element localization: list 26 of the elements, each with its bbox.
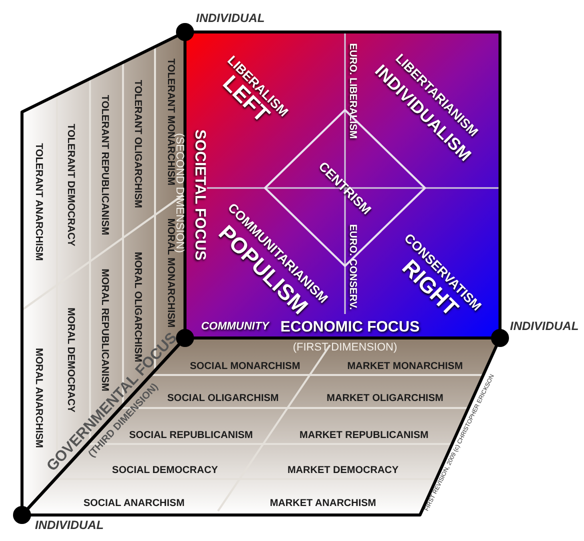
axis-label: (FIRST DIMENSION): [292, 342, 398, 354]
cell-label: MORAL ANARCHISM: [33, 348, 43, 448]
axis-label: EURO. CONSERV.: [347, 224, 357, 310]
cell-label: MARKET OLIGARCHISM: [326, 394, 444, 404]
corner-label: INDIVIDUAL: [196, 12, 265, 24]
cell-label: SOCIAL OLIGARCHISM: [167, 394, 279, 404]
axis-label: SOCIETAL FOCUS: [192, 129, 208, 261]
cell-label: MORAL MONARCHISM: [165, 218, 175, 328]
cell-label: SOCIAL MONARCHISM: [190, 362, 300, 372]
cell-label: MARKET MONARCHISM: [347, 362, 463, 372]
cell-label: TOLERANT MONARCHISM: [165, 58, 175, 186]
cell-label: TOLERANT ANARCHISM: [33, 143, 43, 261]
corner-label: INDIVIDUAL: [510, 320, 579, 332]
cell-label: MARKET ANARCHISM: [270, 499, 376, 509]
axis-label: COMMUNITY: [201, 322, 269, 332]
cell-label: TOLERANT REPUBLICANISM: [99, 94, 109, 236]
cell-label: TOLERANT DEMOCRACY: [65, 124, 75, 246]
cell-label: SOCIAL ANARCHISM: [83, 499, 185, 509]
cell-label: MARKET REPUBLICANISM: [300, 431, 428, 441]
cell-label: TOLERANT OLIGARCHISM: [132, 80, 142, 208]
axis-label: ECONOMIC FOCUS: [280, 320, 420, 334]
corner-label: INDIVIDUAL: [35, 519, 104, 531]
cell-label: MARKET DEMOCRACY: [287, 466, 399, 476]
front-face-panel: [185, 32, 500, 338]
axis-label: EURO. LIBERALISM: [347, 43, 357, 139]
axis-label: (SECOND DIMENSION): [174, 133, 184, 253]
